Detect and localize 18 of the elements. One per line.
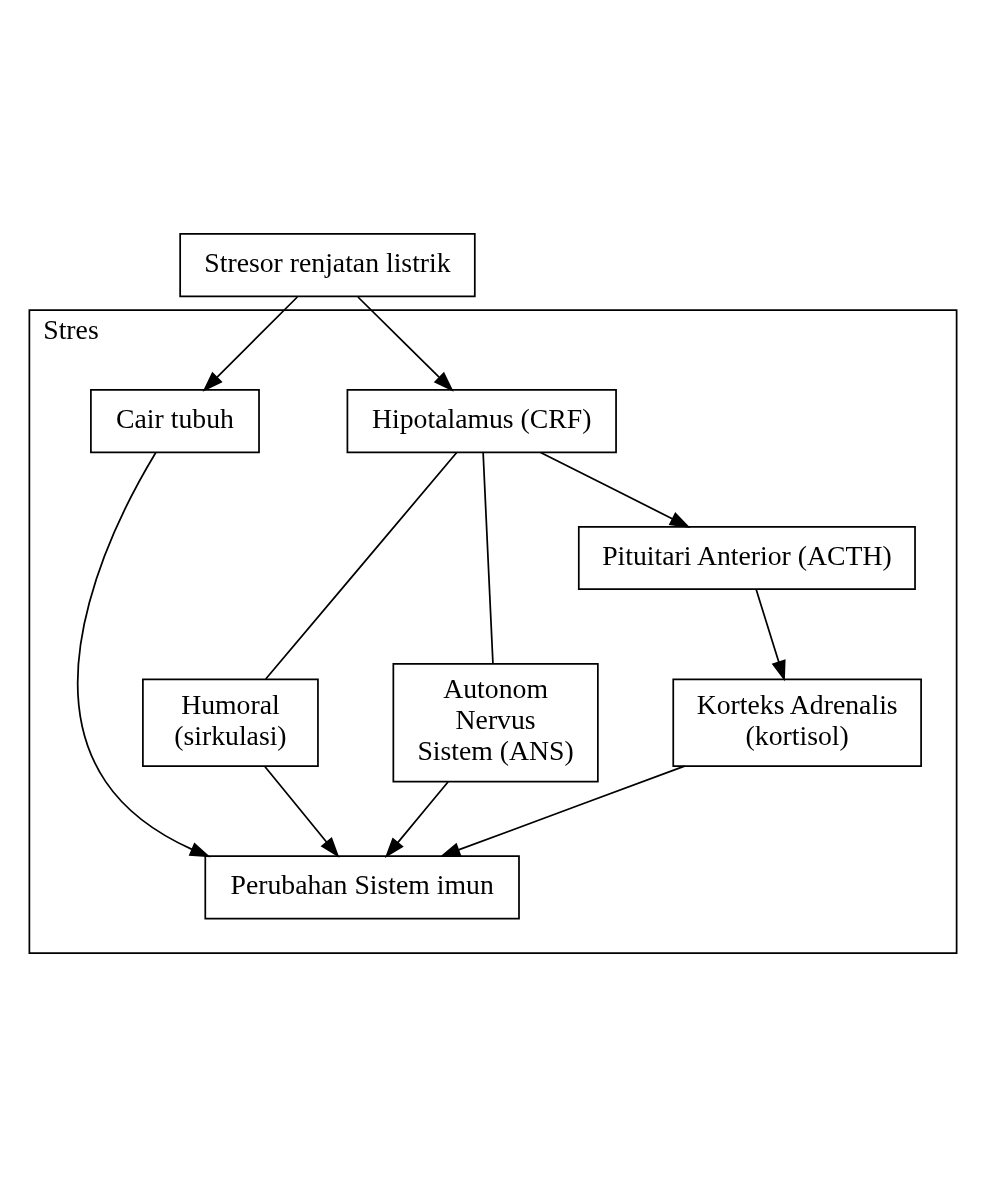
arrow (439, 764, 686, 857)
arrow (202, 295, 299, 392)
arrow (384, 780, 450, 858)
node-box: Autonom Nervus Sistem (ANS) (392, 662, 599, 782)
connector (264, 451, 458, 680)
arrow (755, 587, 786, 681)
node-box: Korteks Adrenalis (kortisol) (672, 678, 922, 767)
connector (482, 451, 494, 664)
node-box: Perubahan Sistem imun (204, 854, 520, 919)
node-box: Humoral (sirkulasi) (142, 678, 319, 767)
node-box: Pituitari Anterior (ACTH) (577, 525, 916, 590)
node-box: Stresor renjatan listrik (179, 232, 476, 297)
arrow (539, 451, 691, 528)
node-box: Cair tubuh (90, 388, 260, 453)
arrow (77, 451, 211, 857)
node-box: Hipotalamus (CRF) (346, 388, 617, 453)
arrow (264, 765, 340, 858)
arrow (357, 295, 454, 392)
